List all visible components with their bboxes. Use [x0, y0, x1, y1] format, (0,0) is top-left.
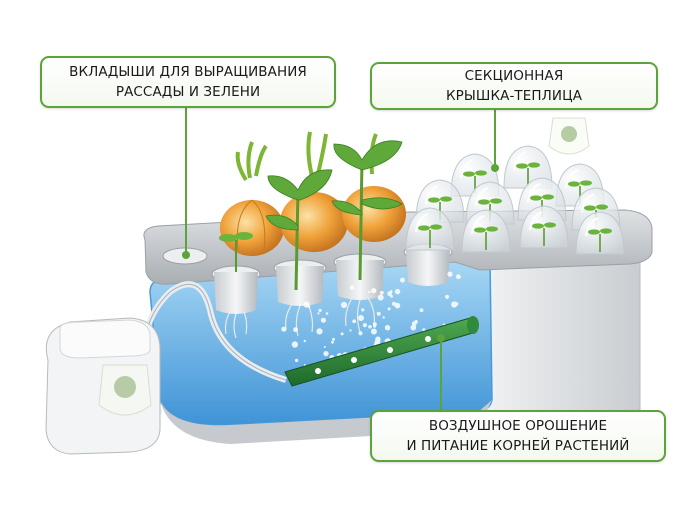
callout-inserts-line1: ВКЛАДЫШИ ДЛЯ ВЫРАЩИВАНИЯ [69, 64, 307, 80]
air-bubble [368, 325, 372, 329]
dome-icon [461, 209, 511, 253]
callout-inserts: ВКЛАДЫШИ ДЛЯ ВЫРАЩИВАНИЯ РАССАДЫ И ЗЕЛЕН… [40, 56, 336, 108]
air-bubble [358, 331, 363, 336]
air-bubble [370, 328, 377, 335]
air-bubble [456, 274, 461, 280]
air-bubble [352, 319, 357, 324]
air-bubble [447, 271, 453, 277]
air-bubble [411, 321, 417, 326]
air-bubble [349, 285, 355, 290]
dome-icon [575, 211, 625, 255]
air-bubble [325, 312, 329, 315]
air-bubble [323, 351, 329, 357]
air-bubble [303, 339, 306, 343]
air-bubble [410, 324, 417, 331]
callout-lid-line1: СЕКЦИОННАЯ [464, 68, 564, 84]
air-bubble [387, 307, 391, 311]
air-bubble [340, 301, 348, 309]
air-bubble [400, 277, 405, 283]
air-bubble [394, 302, 401, 309]
watermark-emblem-icon [548, 117, 590, 155]
air-bubble [303, 364, 306, 366]
air-bubble [445, 294, 450, 299]
air-bubble [340, 332, 344, 336]
air-bubble [316, 328, 323, 335]
air-bubble [368, 290, 371, 294]
air-bubble [362, 323, 367, 328]
net-cup [406, 250, 450, 286]
net-cup [276, 266, 324, 306]
air-bubble [293, 327, 298, 333]
air-bubble [349, 329, 352, 332]
callout-aeration-line1: ВОЗДУШНОЕ ОРОШЕНИЕ [428, 418, 608, 434]
air-bubble [390, 295, 393, 298]
air-bubble [318, 308, 322, 312]
air-bubble [331, 340, 334, 344]
air-bubble [291, 341, 299, 348]
air-bubble [358, 315, 364, 321]
callout-aeration-line2: И ПИТАНИЕ КОРНЕЙ РАСТЕНИЙ [406, 438, 630, 454]
air-bubble [373, 324, 377, 328]
dome-icon [503, 145, 553, 189]
watermark-emblem-icon [98, 364, 152, 416]
air-bubble [377, 294, 384, 301]
air-bubble [389, 290, 393, 293]
air-bubble [394, 288, 401, 295]
callout-lid-line2: КРЫШКА-ТЕПЛИЦА [445, 88, 583, 104]
callout-inserts-line2: РАССАДЫ И ЗЕЛЕНИ [115, 84, 261, 100]
air-bubble [317, 312, 320, 315]
leader-lines [185, 108, 496, 412]
air-bubble [320, 317, 326, 323]
air-bubble [455, 302, 459, 306]
air-bubble [371, 288, 377, 294]
air-bubble [376, 311, 381, 316]
air-bubble [361, 308, 365, 312]
dome-icon [519, 205, 569, 249]
air-bubble [374, 339, 381, 346]
net-cup [214, 272, 258, 314]
air-bubble [380, 290, 384, 295]
air-bubble [294, 358, 299, 363]
leader-dots [182, 164, 499, 342]
greenhouse-domes [405, 145, 625, 255]
air-bubble [281, 326, 287, 332]
air-bubble [332, 337, 335, 341]
callout-aeration: ВОЗДУШНОЕ ОРОШЕНИЕ И ПИТАНИЕ КОРНЕЙ РАСТ… [370, 410, 666, 462]
callout-lid: СЕКЦИОННАЯ КРЫШКА-ТЕПЛИЦА [370, 62, 658, 110]
air-bubble [307, 305, 311, 308]
air-bubble [323, 346, 326, 348]
air-bubble [382, 316, 385, 319]
dome-icon [405, 207, 455, 251]
tomato-seedlings [265, 140, 403, 291]
seedling-icon [219, 232, 253, 272]
air-stone-icon [284, 316, 479, 387]
air-bubble [419, 308, 424, 313]
air-bubble [384, 325, 391, 331]
air-bubble [422, 328, 426, 332]
